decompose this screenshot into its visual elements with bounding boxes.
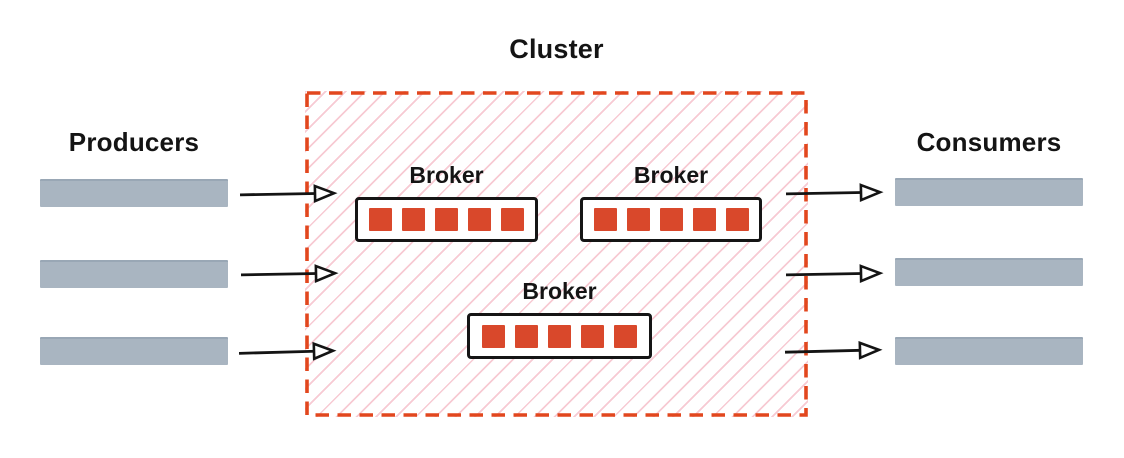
partition-square [626, 208, 650, 231]
partition-square [593, 208, 617, 231]
partition-square [614, 324, 637, 348]
consumer-bar [895, 258, 1083, 286]
broker-box [355, 197, 538, 242]
partition-square [468, 208, 491, 231]
consumer-bar [895, 337, 1083, 365]
broker-box [580, 197, 762, 242]
cluster-title: Cluster [509, 34, 604, 64]
partition-square [659, 208, 683, 231]
partition-square [581, 324, 604, 348]
cluster-dashed-border [305, 91, 808, 417]
partition-square [369, 208, 392, 231]
consumers-label: Consumers [916, 127, 1062, 157]
consumer-arrow-icon [785, 183, 884, 202]
producer-bar [40, 337, 228, 365]
broker-label: Broker [522, 278, 597, 304]
producer-bar [40, 260, 228, 288]
consumer-arrow-icon [785, 264, 884, 283]
producer-arrow-icon [240, 264, 339, 283]
partition-square [501, 208, 524, 231]
consumer-arrow-icon [784, 340, 883, 360]
partition-square [435, 208, 458, 231]
partition-square [515, 324, 538, 348]
partition-square [548, 324, 571, 348]
producer-arrow-icon [238, 341, 337, 361]
partition-square [402, 208, 425, 231]
broker-label: Broker [409, 162, 484, 188]
cluster-boundary [305, 91, 808, 417]
producers-label: Producers [68, 127, 200, 157]
producer-bar [40, 179, 228, 207]
broker-box [467, 313, 652, 359]
consumer-bar [895, 178, 1083, 206]
partition-square [482, 324, 505, 348]
partition-square [725, 208, 749, 231]
partition-square [692, 208, 716, 231]
broker-label: Broker [633, 162, 709, 188]
producer-arrow-icon [239, 184, 338, 203]
